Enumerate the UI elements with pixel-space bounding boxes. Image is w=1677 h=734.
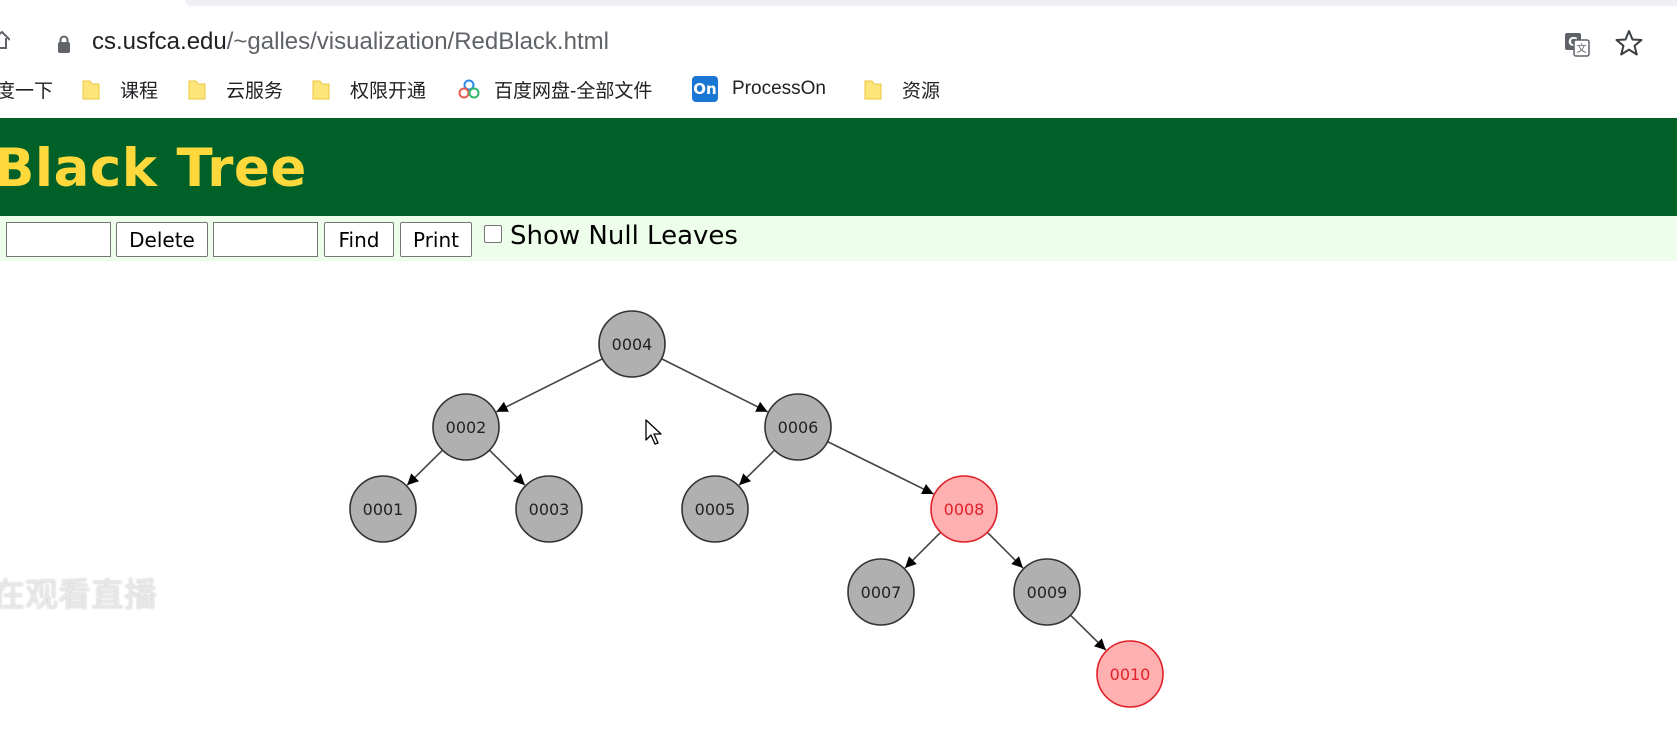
folder-icon: [864, 80, 882, 100]
find-button[interactable]: Find: [324, 222, 394, 257]
tree-node-0010[interactable]: 0010: [1096, 640, 1164, 708]
controls-bar: Delete Find Print Show Null Leaves: [0, 216, 1677, 261]
bookmark-label: 百度网盘-全部文件: [494, 80, 653, 102]
tree-node-0004[interactable]: 0004: [598, 310, 666, 378]
bookmark-processon[interactable]: On ProcessOn: [692, 74, 826, 104]
tree-nodes: 0004 0002 0006 0001 0003 0005 0008 0007 0009 0010: [349, 310, 1164, 708]
tree-node-0005[interactable]: 0005: [681, 475, 749, 543]
bookmark-label: ProcessOn: [732, 78, 826, 99]
delete-input[interactable]: [213, 222, 318, 257]
tree-node-label: 0005: [695, 500, 736, 519]
tree-edges: [406, 358, 1107, 651]
bookmark-label: 云服务: [226, 80, 284, 102]
tree-node-0002[interactable]: 0002: [432, 393, 500, 461]
insert-input[interactable]: [6, 222, 111, 257]
tree-node-label: 0010: [1110, 665, 1151, 684]
show-null-leaves-label[interactable]: Show Null Leaves: [510, 221, 738, 251]
url-text[interactable]: cs.usfca.edu/~galles/visualization/RedBl…: [92, 28, 609, 56]
tree-node-label: 0008: [944, 500, 985, 519]
show-null-leaves-checkbox[interactable]: [484, 225, 502, 243]
tree-node-circle: [764, 393, 832, 461]
tree-node-label: 0009: [1027, 583, 1068, 602]
tree-edge-0006-0005: [738, 449, 776, 486]
tree-node-label: 0006: [778, 418, 819, 437]
home-icon[interactable]: [0, 30, 10, 50]
bookmarks-bar: 度一下 课程 云服务 权限开通 百度网盘-全部文件 On ProcessOn 资…: [0, 64, 1677, 118]
tree-node-circle: [930, 475, 998, 543]
tree-node-label: 0004: [612, 335, 653, 354]
bookmark-label: 课程: [120, 80, 159, 102]
processon-icon: On: [692, 76, 718, 102]
print-button[interactable]: Print: [400, 222, 472, 257]
bookmark-label: 度一下: [0, 80, 54, 102]
cursor-icon: [645, 419, 662, 445]
tree-node-0001[interactable]: 0001: [349, 475, 417, 543]
tree-node-label: 0003: [529, 500, 570, 519]
tree-node-circle: [681, 475, 749, 543]
tree-node-circle: [598, 310, 666, 378]
tree-edge-0002-0001: [406, 449, 444, 486]
tree-node-0003[interactable]: 0003: [515, 475, 583, 543]
folder-icon: [312, 80, 330, 100]
svg-text:G: G: [1568, 35, 1578, 49]
tree-node-0009[interactable]: 0009: [1013, 558, 1081, 626]
bookmark-baidu[interactable]: 度一下: [0, 74, 53, 104]
tree-edge-0006-0008: [827, 440, 934, 495]
tree-edge-0004-0002: [496, 358, 603, 413]
bookmark-label: 权限开通: [350, 80, 427, 102]
tree-node-0007[interactable]: 0007: [847, 558, 915, 626]
bookmark-permissions[interactable]: 权限开通: [312, 74, 426, 104]
tree-node-circle: [1096, 640, 1164, 708]
tab-edge: [185, 0, 1677, 6]
page-title: Black Tree: [0, 138, 307, 199]
folder-icon: [188, 80, 206, 100]
live-watermark: 在观看直播: [0, 575, 157, 614]
tree-node-label: 0007: [861, 583, 902, 602]
tree-node-circle: [349, 475, 417, 543]
lock-icon[interactable]: [56, 34, 72, 54]
svg-text:文: 文: [1577, 42, 1587, 55]
browser-tab-strip: [0, 0, 1677, 8]
tree-edge-0008-0009: [986, 531, 1024, 569]
bookmark-label: 资源: [902, 80, 941, 102]
tree-node-label: 0001: [363, 500, 404, 519]
tree-node-circle: [1013, 558, 1081, 626]
tree-edge-0004-0006: [661, 358, 768, 413]
tree-node-circle: [847, 558, 915, 626]
tree-node-label: 0002: [446, 418, 487, 437]
tree-canvas[interactable]: 0004 0002 0006 0001 0003 0005 0008 0007 0009 0010: [0, 261, 1677, 734]
tree-node-0006[interactable]: 0006: [764, 393, 832, 461]
bookmark-baidu-netdisk[interactable]: 百度网盘-全部文件: [458, 74, 652, 104]
delete-button[interactable]: Delete: [116, 222, 208, 257]
tree-node-circle: [515, 475, 583, 543]
page-header: Black Tree: [0, 118, 1677, 216]
cloud-icon: [458, 79, 480, 99]
url-path: /~galles/visualization/RedBlack.html: [226, 28, 609, 55]
bookmark-resources[interactable]: 资源: [864, 74, 940, 104]
star-icon[interactable]: [1614, 28, 1644, 58]
tree-node-0008[interactable]: 0008: [930, 475, 998, 543]
address-bar: cs.usfca.edu/~galles/visualization/RedBl…: [0, 8, 1677, 64]
tree-edge-0002-0003: [488, 449, 526, 486]
tree-edge-0009-0010: [1069, 614, 1107, 651]
tree-node-circle: [432, 393, 500, 461]
bookmark-courses[interactable]: 课程: [82, 74, 158, 104]
tree-edge-0008-0007: [904, 531, 942, 569]
folder-icon: [82, 80, 100, 100]
bookmark-cloud-service[interactable]: 云服务: [188, 74, 283, 104]
translate-icon[interactable]: G 文: [1563, 30, 1591, 58]
url-host: cs.usfca.edu: [92, 28, 227, 55]
